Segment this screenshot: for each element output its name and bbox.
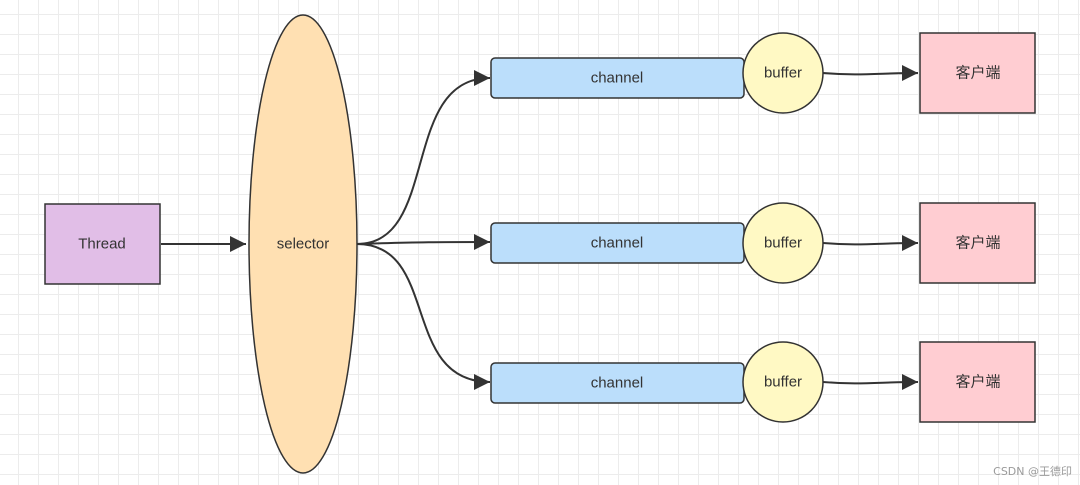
client-box-3 xyxy=(919,341,1036,423)
channel-node-1[interactable]: channel xyxy=(490,57,745,99)
client-node-3[interactable]: 客户端 xyxy=(919,341,1036,423)
channel-node-2[interactable]: channel xyxy=(490,222,745,264)
client-node-2[interactable]: 客户端 xyxy=(919,202,1036,284)
client-label-1: 客户端 xyxy=(955,65,1000,82)
buffer-circle-2 xyxy=(742,202,824,284)
buffer-to-client-1-arrow xyxy=(822,65,919,82)
channel-label-3: channel xyxy=(591,375,644,392)
selector-to-channel-2-arrow xyxy=(356,234,491,251)
client-box-1 xyxy=(919,32,1036,114)
channel-label-1: channel xyxy=(591,70,644,87)
buffer-circle-3 xyxy=(742,341,824,423)
buffer-node-1[interactable]: buffer xyxy=(742,32,824,114)
selector-label: selector xyxy=(277,236,330,253)
client-label-3: 客户端 xyxy=(955,374,1000,391)
buffer-node-2[interactable]: buffer xyxy=(742,202,824,284)
selector-node[interactable]: selector xyxy=(248,14,358,474)
buffer-to-client-2-arrow xyxy=(822,235,919,252)
client-label-2: 客户端 xyxy=(955,235,1000,252)
channel-node-3[interactable]: channel xyxy=(490,362,745,404)
buffer-label-1: buffer xyxy=(764,65,802,82)
selector-ellipse xyxy=(248,14,358,474)
buffer-label-2: buffer xyxy=(764,235,802,252)
thread-node[interactable]: Thread xyxy=(44,203,161,285)
buffer-label-3: buffer xyxy=(764,374,802,391)
buffer-circle-1 xyxy=(742,32,824,114)
buffer-to-client-3-arrow xyxy=(822,374,919,391)
thread-label: Thread xyxy=(78,236,126,253)
selector-to-channel-3-arrow xyxy=(356,243,491,390)
connectors xyxy=(161,65,919,391)
watermark: CSDN @王德印 xyxy=(993,465,1072,478)
channel-label-2: channel xyxy=(591,235,644,252)
thread-box xyxy=(44,203,161,285)
selector-to-channel-1-arrow xyxy=(356,70,491,245)
client-box-2 xyxy=(919,202,1036,284)
buffer-node-3[interactable]: buffer xyxy=(742,341,824,423)
client-node-1[interactable]: 客户端 xyxy=(919,32,1036,114)
